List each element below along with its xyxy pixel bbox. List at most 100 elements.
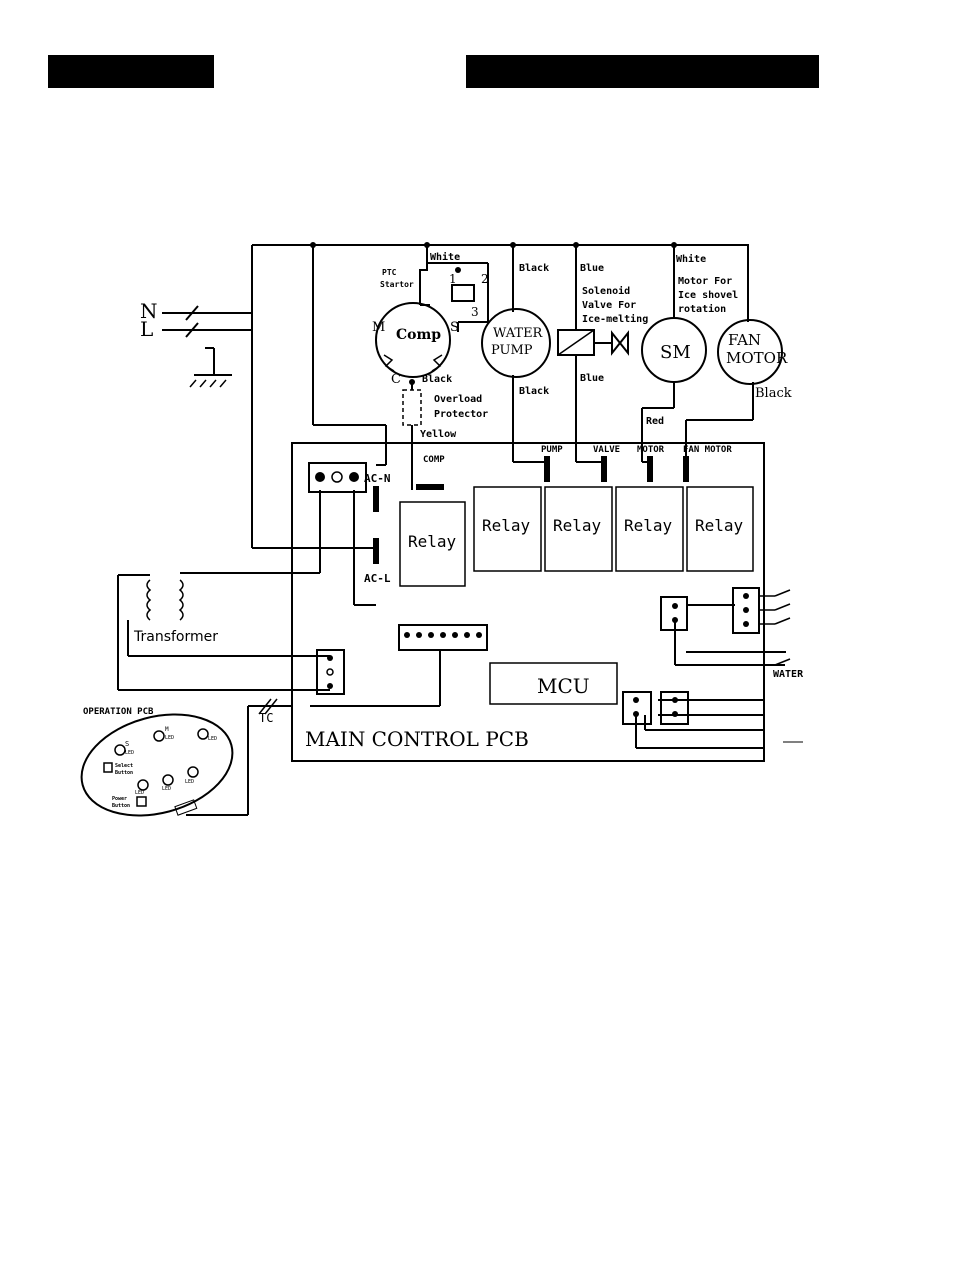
tc-label: TC: [259, 711, 273, 725]
overload-label-2: Protector: [434, 409, 488, 420]
compressor-m-label: M: [372, 320, 385, 335]
compressor-c-label: C: [391, 372, 401, 387]
led-icon: [114, 744, 126, 756]
ptc-icon: [451, 284, 475, 302]
sm-label-2: Ice shovel: [678, 290, 738, 301]
led-label-a: LED: [208, 736, 217, 742]
overload-icon: [402, 389, 422, 426]
fan-motor-label-1: FAN: [728, 331, 761, 349]
relays: Relay Relay Relay Relay Relay: [399, 486, 754, 587]
water-pump-icon: [481, 308, 551, 378]
solenoid-label-3: Ice-melting: [582, 313, 648, 325]
select-button-label-2: Button: [115, 770, 133, 776]
ptc-label: PTC: [382, 268, 397, 277]
op-pcb-connector: [398, 624, 488, 651]
fan-motor-icon: [717, 319, 783, 385]
winding-icon: [383, 354, 395, 372]
winding-icon: [431, 354, 443, 372]
transformer-connector: [316, 649, 345, 695]
mains-terminals: N L: [140, 299, 227, 388]
relay-label: Relay: [624, 516, 673, 535]
transformer: Transformer: [133, 579, 218, 645]
led-icon: [153, 730, 165, 742]
sm-wire-bottom: Red: [646, 416, 664, 427]
mcu-label: MCU: [537, 674, 590, 698]
terminal-ac-n: AC-N: [364, 472, 391, 485]
m-led-label-2: LED: [165, 735, 174, 741]
fan-motor: FAN MOTOR Black: [717, 319, 792, 401]
power-button-label-1: Power: [112, 796, 127, 802]
operation-pcb-title: OPERATION PCB: [83, 707, 154, 717]
relay-box: [399, 501, 466, 587]
solenoid-label-2: Valve For: [582, 300, 636, 311]
sm-label: SM: [660, 342, 691, 363]
ptc-white-label: White: [430, 251, 460, 263]
mains-l-label: L: [140, 317, 153, 341]
wire-lines: [117, 244, 786, 816]
compressor-icon: [375, 302, 451, 378]
coil-icon: [146, 579, 152, 621]
compressor: Comp M S C: [372, 302, 459, 387]
mcu: MCU: [489, 662, 618, 705]
relay-box: [473, 486, 542, 572]
led-label-b: LED: [135, 790, 144, 796]
solenoid-wire-top: Blue: [580, 263, 604, 274]
relay-box: [615, 486, 684, 572]
tc-marks: [258, 698, 278, 715]
relay-label: Relay: [408, 532, 457, 551]
power-button-icon: [136, 796, 147, 807]
fan-motor-wire-bottom: Black: [755, 386, 792, 401]
ptc-label-2: Startor: [380, 280, 414, 289]
valve-icon: [611, 330, 629, 356]
coil-icon: [178, 579, 184, 621]
terminal-pump: PUMP: [541, 445, 563, 455]
s-led-label-1: S: [125, 740, 129, 748]
overload-label-1: Overload: [434, 394, 482, 405]
terminal-valve: VALVE: [593, 445, 620, 455]
power-connector: [308, 462, 367, 493]
led-icon: [187, 766, 199, 778]
mcu-box: [489, 662, 618, 705]
transformer-label: Transformer: [133, 629, 218, 645]
power-button-label-2: Button: [112, 803, 130, 809]
sm-label-3: rotation: [678, 303, 726, 315]
fan-motor-label-2: MOTOR: [726, 349, 788, 367]
led-icon: [137, 779, 149, 791]
terminal-ac-l: AC-L: [364, 572, 391, 585]
relay-label: Relay: [695, 516, 744, 535]
switch-icon: [759, 589, 791, 666]
compressor-s-label: S: [450, 320, 459, 335]
solenoid-label-1: Solenoid: [582, 285, 630, 297]
solenoid-wire-bottom: Blue: [580, 373, 604, 384]
led-label-c: LED: [162, 786, 171, 792]
operation-pcb-board: [80, 713, 234, 817]
op-pcb-socket-icon: [174, 799, 198, 816]
junction-dots: [310, 242, 677, 385]
compressor-label: Comp: [396, 327, 441, 343]
ptc-pin-1: 1: [449, 272, 457, 286]
header-left-bar: [48, 55, 214, 88]
select-button-icon: [103, 762, 113, 773]
shovel-motor: SM White Motor For Ice shovel rotation R…: [641, 253, 738, 427]
ground-icon: [189, 379, 227, 388]
sm-icon: [641, 317, 707, 383]
terminal-comp: COMP: [423, 455, 445, 465]
sm-label-1: Motor For: [678, 276, 732, 287]
ptc-pin-2: 2: [481, 272, 489, 286]
header-right-bar: [466, 55, 819, 88]
ptc-pin-3: 3: [471, 305, 479, 319]
overload-black-label: Black: [422, 374, 452, 385]
water-pump-wire-bottom: Black: [519, 386, 549, 397]
relay-box: [544, 486, 613, 572]
overload-protector: Black Overload Protector Yellow: [402, 374, 488, 440]
water-switch-label: WATER: [773, 669, 804, 680]
water-pump-wire-top: Black: [519, 263, 549, 274]
main-pcb-label: MAIN CONTROL PCB: [305, 727, 529, 751]
mains-n-label: N: [140, 299, 158, 323]
ptc-starter: PTC Startor White 1 2 3: [380, 251, 489, 319]
overload-yellow-label: Yellow: [420, 429, 457, 440]
m-led-label-1: M: [165, 726, 169, 733]
select-button-label-1: Select: [115, 763, 133, 769]
solenoid-icon: [557, 329, 595, 356]
